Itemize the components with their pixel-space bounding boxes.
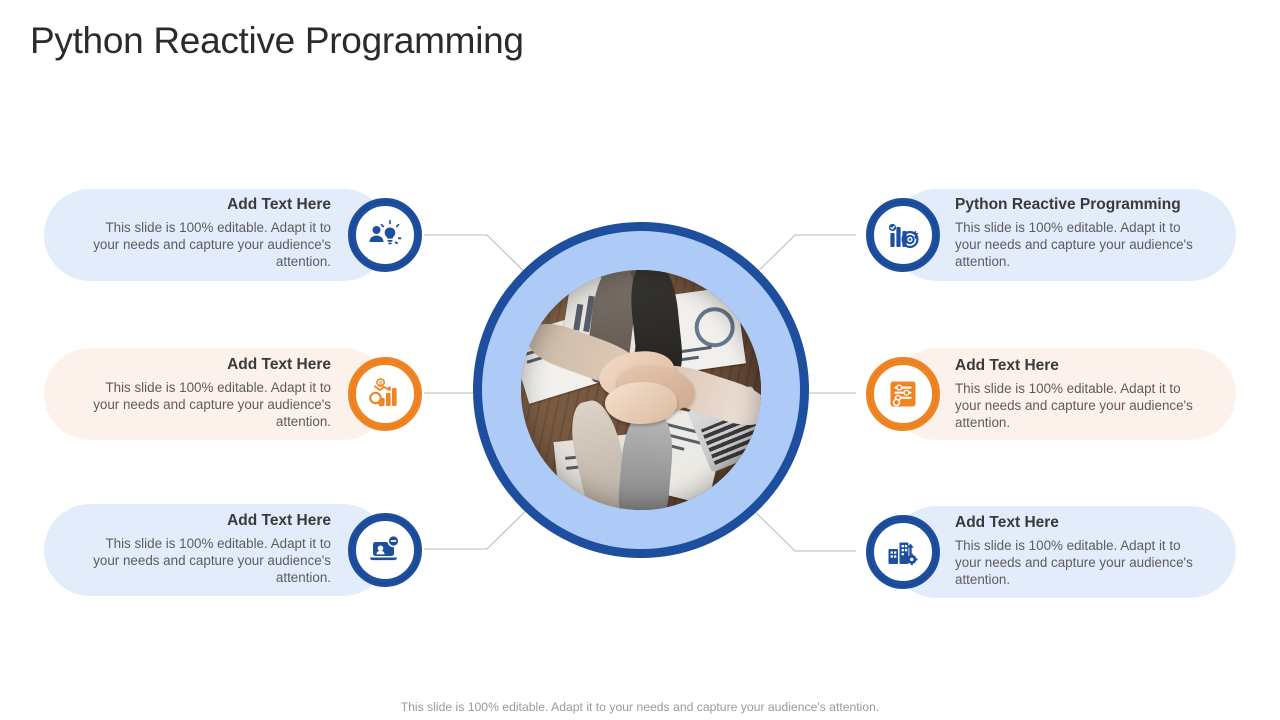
badge-outline	[869, 518, 937, 586]
pill-left-2	[44, 348, 389, 440]
item-heading: Add Text Here	[955, 357, 1059, 374]
item-left-1: Add Text Here This slide is 100% editabl…	[85, 196, 331, 271]
item-body: This slide is 100% editable. Adapt it to…	[955, 381, 1193, 431]
item-body: This slide is 100% editable. Adapt it to…	[93, 536, 331, 586]
item-heading: Add Text Here	[227, 196, 331, 213]
badge-outline	[869, 360, 937, 428]
item-body: This slide is 100% editable. Adapt it to…	[955, 220, 1193, 270]
pill-right-2	[891, 348, 1236, 440]
item-left-3: Add Text Here This slide is 100% editabl…	[85, 512, 331, 587]
item-right-1: Python Reactive Programming This slide i…	[955, 196, 1201, 271]
badge-outline	[351, 360, 419, 428]
page-title: Python Reactive Programming	[30, 20, 524, 61]
icon-badge-right-3[interactable]	[866, 515, 940, 589]
item-right-2: Add Text Here This slide is 100% editabl…	[955, 357, 1201, 432]
item-body: This slide is 100% editable. Adapt it to…	[93, 220, 331, 270]
icon-badge-left-2[interactable]: $	[348, 357, 422, 431]
item-body: This slide is 100% editable. Adapt it to…	[93, 380, 331, 430]
photo-vignette	[521, 270, 761, 510]
badge-outline	[351, 516, 419, 584]
item-body: This slide is 100% editable. Adapt it to…	[955, 538, 1193, 588]
pill-left-3	[44, 504, 389, 596]
icon-badge-right-1[interactable]	[866, 198, 940, 272]
icon-badge-left-1[interactable]	[348, 198, 422, 272]
item-left-2: Add Text Here This slide is 100% editabl…	[85, 356, 331, 431]
item-heading: Add Text Here	[955, 514, 1059, 531]
badge-outline	[351, 201, 419, 269]
center-photo-team-hands	[521, 270, 761, 510]
item-heading: Add Text Here	[227, 356, 331, 373]
pill-right-3	[891, 506, 1236, 598]
center-circle	[473, 222, 809, 558]
item-right-3: Add Text Here This slide is 100% editabl…	[955, 514, 1201, 589]
badge-outline	[869, 201, 937, 269]
footer-note: This slide is 100% editable. Adapt it to…	[400, 700, 880, 714]
icon-badge-right-2[interactable]	[866, 357, 940, 431]
item-heading: Python Reactive Programming	[955, 196, 1181, 213]
icon-badge-left-3[interactable]	[348, 513, 422, 587]
item-heading: Add Text Here	[227, 512, 331, 529]
pill-left-1	[44, 189, 389, 281]
pill-right-1	[891, 189, 1236, 281]
